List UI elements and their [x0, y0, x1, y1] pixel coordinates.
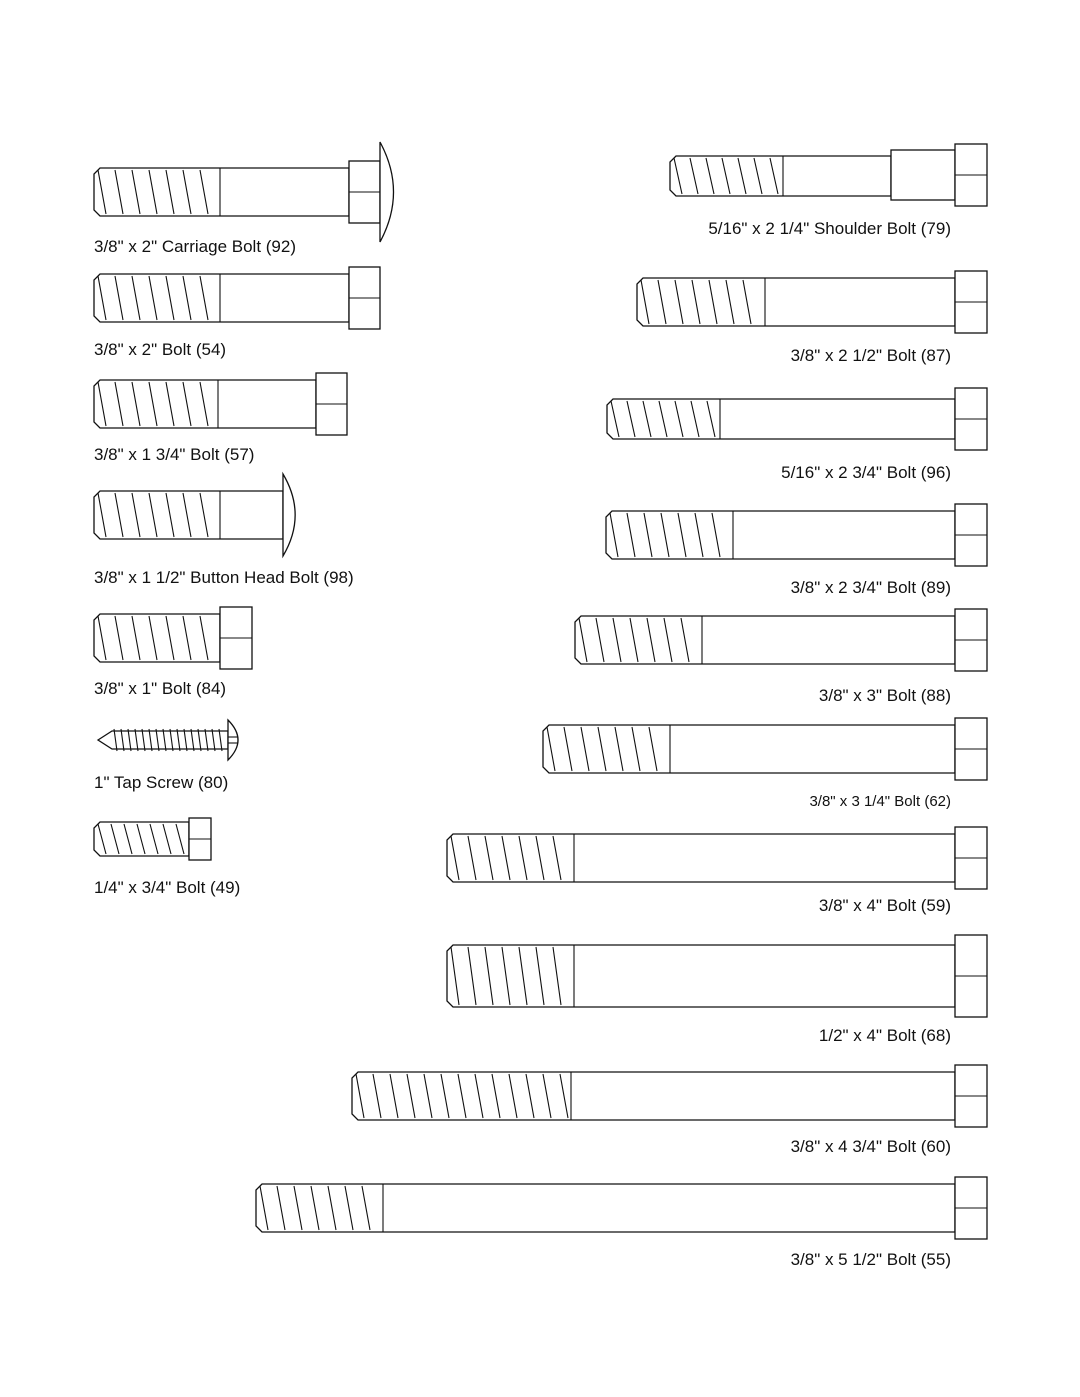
part-label: 3/8" x 1" Bolt (84)	[94, 679, 226, 698]
hardware-part-bolt-49: 1/4" x 3/4" Bolt (49)	[93, 817, 240, 897]
thread-lines	[259, 1185, 371, 1231]
part-label: 3/8" x 3" Bolt (88)	[819, 686, 951, 705]
shoulder	[890, 149, 956, 201]
hardware-part-bolt-55: 3/8" x 5 1/2" Bolt (55)	[255, 1176, 988, 1269]
part-label: 3/8" x 2 1/2" Bolt (87)	[791, 346, 951, 365]
bolt-shank	[93, 379, 317, 429]
thread-lines	[450, 835, 562, 881]
thread-lines	[97, 492, 209, 538]
thread-lines	[610, 400, 716, 438]
hardware-part-bolt-57: 3/8" x 1 3/4" Bolt (57)	[93, 372, 348, 464]
hardware-part-bolt-68: 1/2" x 4" Bolt (68)	[446, 934, 988, 1045]
thread-lines	[97, 823, 185, 855]
part-label: 3/8" x 3 1/4" Bolt (62)	[809, 793, 951, 810]
part-label: 3/8" x 2" Carriage Bolt (92)	[94, 237, 296, 256]
thread-lines	[640, 279, 752, 325]
bolt-shank	[93, 167, 350, 217]
hardware-part-bolt-96: 5/16" x 2 3/4" Bolt (96)	[606, 387, 988, 482]
thread-lines	[578, 617, 690, 663]
part-label: 3/8" x 1 3/4" Bolt (57)	[94, 445, 254, 464]
hardware-part-bolt-84: 3/8" x 1" Bolt (84)	[93, 606, 253, 698]
hardware-part-shoulder-bolt-79: 5/16" x 2 1/4" Shoulder Bolt (79)	[669, 143, 988, 238]
part-label: 5/16" x 2 1/4" Shoulder Bolt (79)	[708, 219, 951, 238]
thread-lines	[97, 615, 209, 661]
thread-lines	[673, 157, 779, 195]
thread-lines	[97, 275, 209, 321]
bolt-shank	[93, 273, 350, 323]
part-label: 3/8" x 1 1/2" Button Head Bolt (98)	[94, 568, 354, 587]
hardware-part-bolt-59: 3/8" x 4" Bolt (59)	[446, 826, 988, 915]
part-label: 3/8" x 5 1/2" Bolt (55)	[791, 1250, 951, 1269]
part-label: 3/8" x 4" Bolt (59)	[819, 896, 951, 915]
bolt-shank	[606, 398, 956, 440]
part-label: 1/4" x 3/4" Bolt (49)	[94, 878, 240, 897]
hardware-part-bolt-60: 3/8" x 4 3/4" Bolt (60)	[351, 1064, 988, 1156]
bolt-shank	[669, 155, 892, 197]
hardware-part-bolt-88: 3/8" x 3" Bolt (88)	[574, 608, 988, 705]
part-label: 3/8" x 4 3/4" Bolt (60)	[791, 1137, 951, 1156]
dome-head	[282, 471, 296, 559]
thread-lines	[113, 728, 223, 752]
part-label: 3/8" x 2" Bolt (54)	[94, 340, 226, 359]
hardware-part-bolt-62: 3/8" x 3 1/4" Bolt (62)	[542, 717, 988, 810]
thread-lines	[97, 381, 209, 427]
thread-lines	[546, 726, 658, 772]
hardware-part-carriage-bolt-92: 3/8" x 2" Carriage Bolt (92)	[93, 141, 395, 256]
part-label: 1" Tap Screw (80)	[94, 773, 228, 792]
bolt-shank	[255, 1183, 956, 1233]
part-label: 5/16" x 2 3/4" Bolt (96)	[781, 463, 951, 482]
part-label: 1/2" x 4" Bolt (68)	[819, 1026, 951, 1045]
bolt-shank	[574, 615, 956, 665]
hardware-part-bolt-87: 3/8" x 2 1/2" Bolt (87)	[636, 270, 988, 365]
thread-lines	[355, 1073, 569, 1119]
thread-lines	[450, 946, 562, 1006]
part-label: 3/8" x 2 3/4" Bolt (89)	[791, 578, 951, 597]
hardware-part-bolt-54: 3/8" x 2" Bolt (54)	[93, 266, 381, 359]
hardware-part-button-head-bolt-98: 3/8" x 1 1/2" Button Head Bolt (98)	[93, 471, 354, 587]
screw-shank	[96, 730, 229, 750]
bolt-shank	[605, 510, 956, 560]
hardware-part-bolt-89: 3/8" x 2 3/4" Bolt (89)	[605, 503, 988, 597]
hardware-part-tap-screw-80: 1" Tap Screw (80)	[94, 718, 239, 792]
bolt-shank	[636, 277, 956, 327]
dome-head	[379, 141, 395, 243]
thread-lines	[609, 512, 721, 558]
thread-lines	[97, 169, 209, 215]
screw-head	[227, 718, 239, 762]
